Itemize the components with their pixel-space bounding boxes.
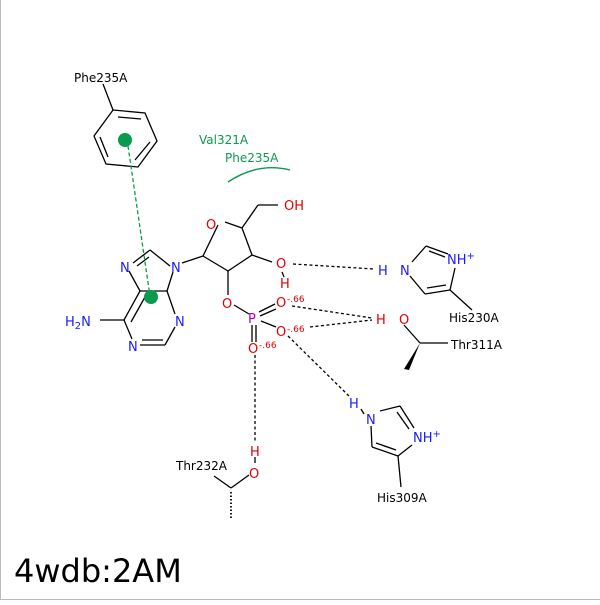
label-thr232: Thr232A [175,459,228,473]
atom-op3: O [248,342,258,357]
atom-op2: O [276,325,286,340]
hydrogen-bonds [254,263,375,443]
his230-ring [409,245,473,311]
thr232-bonds [213,457,256,518]
atom-ring-oxygen: O [206,218,216,233]
thr311-wedge [404,343,420,370]
thr311-bonds [403,324,448,370]
atom-thr311-h: H [376,313,386,328]
adenine-bonds [100,249,176,346]
atom-his230-nh: NH+ [447,251,475,268]
hbond-op1-thr311 [291,305,373,319]
atom-o2: O [222,297,232,312]
ring-centroid-adenine [144,290,158,304]
his230-nh-text: NH [447,253,467,268]
his309-nh-text: NH [413,431,433,446]
atom-o3: O [276,257,286,272]
pi-stacking-line [127,145,151,297]
his309-plus: + [433,429,441,440]
atom-his230-h: H [378,264,388,279]
amine-n: N [81,315,91,330]
atom-thr311-o: O [399,313,409,328]
atom-amine: H2N [65,315,91,332]
atom-his309-n: N [366,413,376,428]
atom-op1: O [276,296,286,311]
atom-n7: N [120,261,130,276]
label-his309: His309A [377,491,428,505]
structure-id-label: 4wdb:2AM [14,552,182,590]
label-his230: His230A [449,311,500,325]
hbond-op2-his309 [287,335,350,397]
label-phe235-top: Phe235A [74,71,128,85]
atom-n9: N [171,261,181,276]
label-val321: Val321A [199,133,249,147]
his230-plus: + [467,251,475,262]
amine-subscript: 2 [75,321,81,332]
atom-thr232-h: H [250,445,260,460]
hbond-op2-thr311 [309,319,373,328]
label-phe235-hydrophobic: Phe235A [225,151,279,165]
atom-phosphorus: P [248,312,256,327]
atom-hydroxyl-oh: OH [284,199,304,214]
atom-his230-n: N [400,264,410,279]
atom-thr232-o: O [249,467,259,482]
ribose-bonds [181,204,278,295]
charge-op2: -.66 [287,325,305,335]
his309-ring [360,405,415,488]
charge-op3: -.66 [259,341,277,351]
phe235-phenyl-ring [93,83,158,168]
amine-h: H [65,315,75,330]
atom-his309-h: H [349,397,359,412]
bond-o3-h3 [281,271,285,278]
atom-his309-nh: NH+ [413,429,441,446]
hbond-o3-his230 [292,263,375,270]
charge-op1: -.66 [287,295,305,305]
hydrophobic-arc [227,167,291,183]
phosphate-bonds [233,303,277,342]
atom-n3: N [128,340,138,355]
atom-n1: N [175,315,185,330]
atom-h3: H [280,277,290,292]
label-thr311: Thr311A [450,338,503,352]
ring-centroid-top [118,133,132,147]
